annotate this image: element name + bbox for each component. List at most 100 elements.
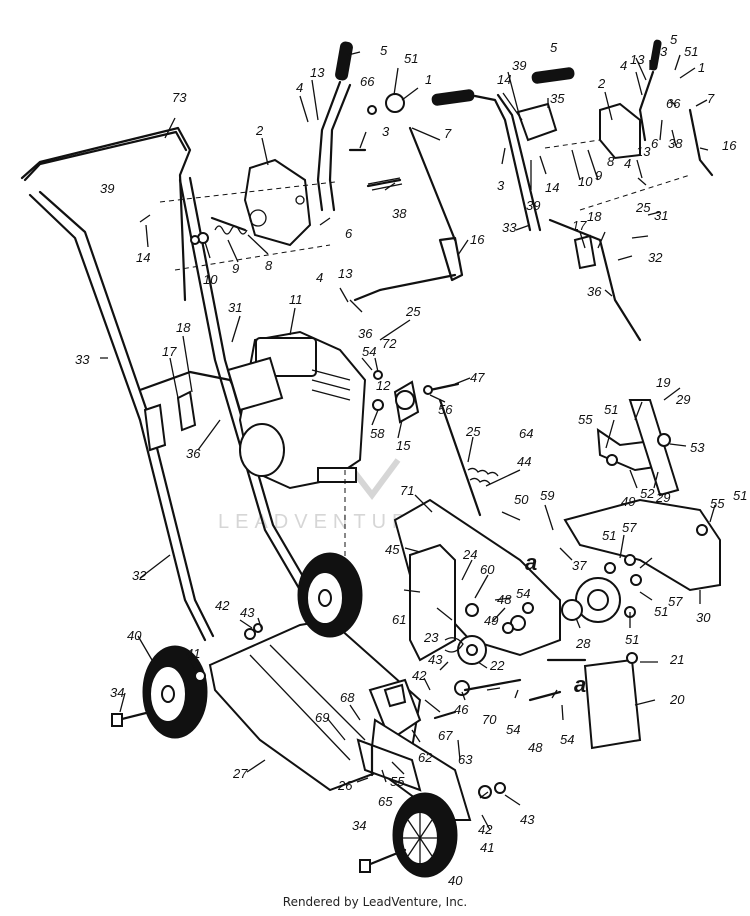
callout: 25 (635, 200, 651, 215)
callout: 32 (648, 250, 663, 265)
callout: 23 (423, 630, 439, 645)
handle-assembly (20, 126, 310, 642)
callout: 28 (575, 636, 591, 651)
wheel-rear-left (111, 645, 208, 739)
inset-grip-a (431, 89, 475, 106)
callout: 56 (438, 402, 453, 417)
callout: 18 (176, 320, 191, 335)
callout: 2 (255, 123, 264, 138)
callout: 39 (526, 198, 540, 213)
callout: 59 (540, 488, 554, 503)
callout: 42 (215, 598, 230, 613)
callout: 51 (602, 528, 616, 543)
cable-25 (438, 398, 482, 517)
callout: 16 (470, 232, 485, 247)
callout: 10 (203, 272, 218, 287)
leader-lines (100, 51, 716, 831)
engine (226, 330, 460, 700)
callout: 8 (607, 154, 615, 169)
callout: 29 (675, 392, 690, 407)
inset-bracket (516, 102, 558, 142)
callout: 49 (621, 494, 635, 509)
callout: 6 (345, 226, 353, 241)
callout: 38 (392, 206, 407, 221)
callout: 39 (512, 58, 526, 73)
callout: 54 (516, 586, 530, 601)
callout: 39 (100, 181, 114, 196)
callout: 21 (669, 652, 684, 667)
callout: 51 (604, 402, 618, 417)
handle-upper (20, 126, 192, 302)
inset-grip-b (531, 67, 575, 84)
callout: 44 (517, 454, 531, 469)
callout: 26 (337, 778, 353, 793)
callout: 13 (636, 144, 651, 159)
callout: 60 (480, 562, 495, 577)
callout: 1 (698, 60, 705, 75)
callout: 3 (497, 178, 505, 193)
callout: 27 (232, 766, 248, 781)
bolt-38 (366, 178, 402, 188)
callout: 14 (545, 180, 559, 195)
callout: 43 (520, 812, 535, 827)
belt-cover-plate (409, 543, 456, 662)
callout-labels: 73 5 51 66 1 13 4 3 2 7 39 14 6 38 10 9 … (75, 32, 747, 888)
lever-arm (316, 80, 342, 212)
callout: 42 (478, 822, 493, 837)
callout: 68 (340, 690, 355, 705)
callout: 51 (404, 51, 418, 66)
spring (210, 216, 247, 232)
engine-control-plate (243, 158, 312, 247)
callout: 4 (624, 156, 631, 171)
frame-bracket (368, 678, 422, 742)
callout: 40 (127, 628, 142, 643)
callout: 4 (620, 58, 627, 73)
callout: 52 (640, 486, 655, 501)
callout: 25 (405, 304, 421, 319)
callout: 3 (660, 44, 668, 59)
callout: 20 (669, 692, 685, 707)
callout: 25 (465, 424, 481, 439)
callout: 49 (484, 613, 498, 628)
callout: 34 (110, 685, 124, 700)
callout: 43 (428, 652, 443, 667)
callout: 55 (710, 496, 725, 511)
callout: 72 (382, 336, 397, 351)
callout: 42 (412, 668, 427, 683)
callout: 69 (315, 710, 329, 725)
handle-bracket (143, 403, 167, 452)
callout: 29 (655, 490, 670, 505)
callout: 51 (654, 604, 668, 619)
control-rod-7 (408, 126, 457, 242)
callout: 12 (376, 378, 391, 393)
callout: 1 (425, 72, 432, 87)
callout: 73 (172, 90, 187, 105)
callout: 53 (690, 440, 705, 455)
callout: 36 (358, 326, 373, 341)
callout: 65 (378, 794, 393, 809)
blade-19 (628, 399, 680, 497)
callout: 57 (622, 520, 637, 535)
callout: 41 (186, 646, 200, 661)
callout: 37 (572, 558, 587, 573)
callout: 62 (418, 750, 433, 765)
callout: 54 (362, 344, 376, 359)
callout: 14 (497, 72, 511, 87)
callout: 17 (572, 218, 587, 233)
callout: 51 (684, 44, 698, 59)
callout: 8 (265, 258, 273, 273)
callout: 31 (228, 300, 242, 315)
callout: 46 (454, 702, 469, 717)
wheel-bolt-34b (366, 848, 407, 867)
callout: 43 (240, 605, 255, 620)
callout: 48 (528, 740, 543, 755)
callout: 13 (338, 266, 353, 281)
callout: 5 (670, 32, 678, 47)
callout: 36 (587, 284, 602, 299)
callout: 58 (370, 426, 385, 441)
callout: 5 (380, 43, 388, 58)
callout: 17 (162, 344, 177, 359)
callout: 30 (696, 610, 711, 625)
callout: 47 (470, 370, 485, 385)
